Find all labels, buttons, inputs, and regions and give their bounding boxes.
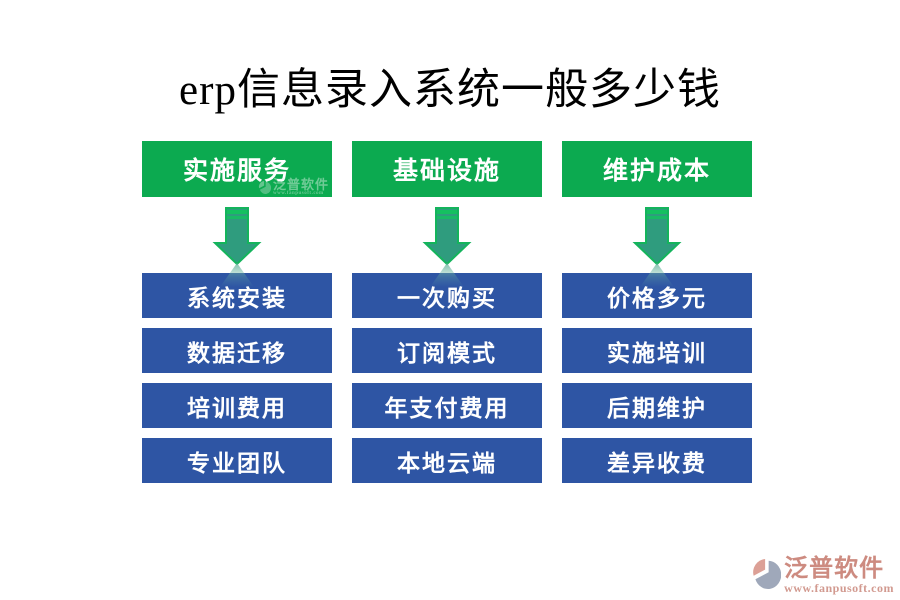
flow-item: 年支付费用 — [352, 383, 542, 428]
column-header-label: 基础设施 — [392, 158, 501, 185]
down-arrow-icon — [212, 207, 262, 265]
arrow-wrap — [142, 197, 332, 273]
flow-item: 差异收费 — [562, 438, 752, 483]
flow-item: 后期维护 — [562, 383, 752, 428]
flow-item: 培训费用 — [142, 383, 332, 428]
flow-column-infrastructure: 基础设施 一次购买 订阅模式 年支付费用 本地云端 — [352, 141, 542, 493]
brand-mark-icon — [753, 559, 782, 590]
column-header: 维护成本 — [562, 141, 752, 197]
brand-name: 泛普软件 — [784, 556, 885, 583]
column-header-label: 实施服务 — [182, 158, 291, 185]
down-arrow-icon — [632, 207, 682, 265]
column-header-label: 维护成本 — [602, 158, 711, 185]
flow-column-maintenance: 维护成本 价格多元 实施培训 后期维护 差异收费 — [562, 141, 752, 493]
flow-item: 实施培训 — [562, 328, 752, 373]
flow-item: 本地云端 — [352, 438, 542, 483]
brand-url: www.fanpusoft.com — [784, 581, 894, 596]
brand-logo: 泛普软件 www.fanpusoft.com — [751, 557, 894, 595]
flow-column-implementation: 实施服务 泛普软件 www.fanpusoft.com 系统安装 数据迁移 — [142, 141, 332, 493]
column-header: 基础设施 — [352, 141, 542, 197]
page-title: erp信息录入系统一般多少钱 — [179, 67, 721, 114]
flow-item: 订阅模式 — [352, 328, 542, 373]
flow-item: 数据迁移 — [142, 328, 332, 373]
column-header: 实施服务 泛普软件 www.fanpusoft.com — [142, 141, 332, 197]
arrow-wrap — [562, 197, 752, 273]
flow-item: 专业团队 — [142, 438, 332, 483]
watermark-brand-sub: www.fanpusoft.com — [272, 191, 324, 196]
down-arrow-icon — [422, 207, 472, 265]
arrow-wrap — [352, 197, 542, 273]
